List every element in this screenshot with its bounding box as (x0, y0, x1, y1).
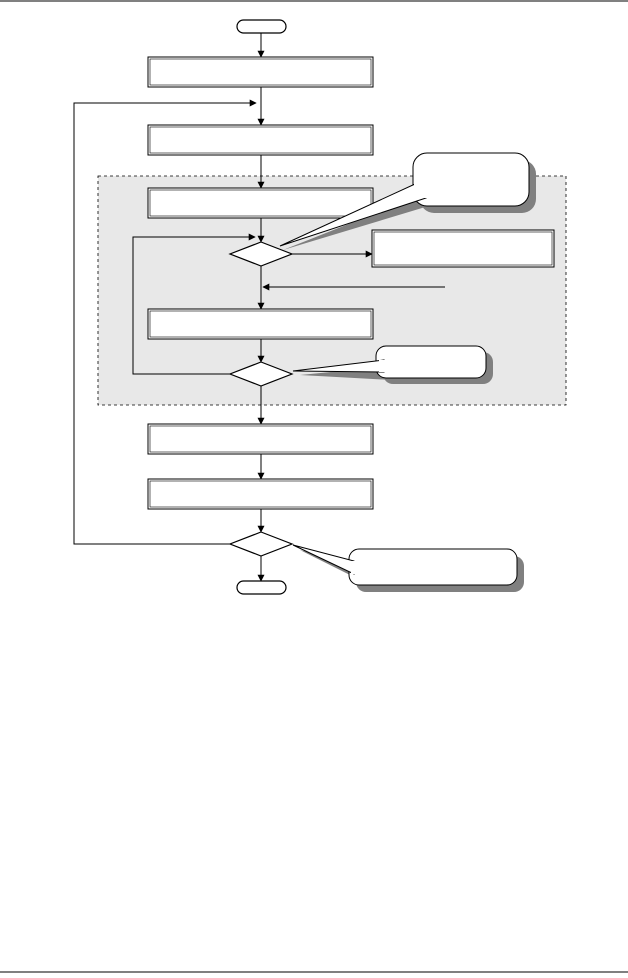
outer-loop-connector (73, 99, 257, 545)
end-terminator (236, 580, 287, 595)
callout-3 (292, 544, 524, 592)
callout-1 (279, 152, 536, 250)
process-box-1 (147, 56, 374, 88)
inner-loop-connector (132, 233, 256, 375)
decision-3 (228, 531, 294, 557)
side-process-box (371, 229, 555, 268)
process-box-6 (147, 478, 374, 510)
process-box-5 (147, 423, 374, 455)
process-box-4 (147, 308, 374, 340)
process-box-2 (147, 124, 374, 156)
process-box-3 (147, 187, 374, 219)
start-terminator (236, 19, 287, 34)
callout-2 (292, 345, 493, 384)
